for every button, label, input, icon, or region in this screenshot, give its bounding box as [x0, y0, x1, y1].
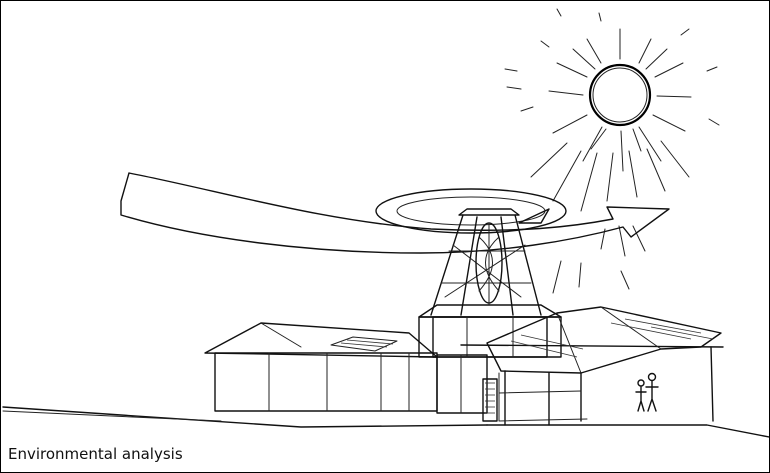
- figures: [635, 372, 659, 412]
- right-building: [460, 306, 724, 426]
- air-swirl: [375, 188, 567, 234]
- ground-line: [2, 406, 769, 438]
- sun-icon: [504, 8, 720, 294]
- figure-caption: Environmental analysis: [8, 445, 183, 463]
- wind-turbine-tower: [430, 208, 542, 316]
- middle-connector: [436, 354, 498, 422]
- left-building: [204, 322, 438, 412]
- central-tower-base: [418, 304, 562, 358]
- wind-arrow: [120, 172, 670, 254]
